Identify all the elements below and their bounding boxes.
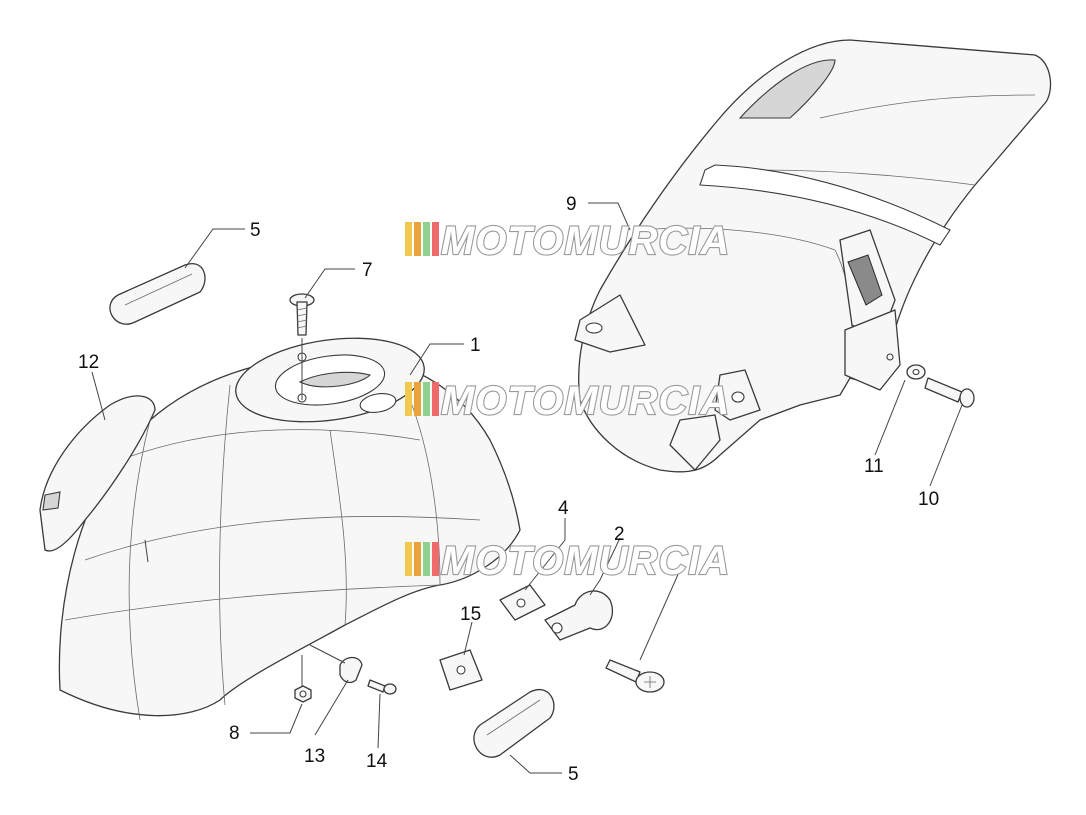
screw-7	[289, 293, 315, 336]
callout-14: 14	[366, 751, 388, 772]
callout-5-top: 5	[250, 220, 261, 241]
nut-8	[294, 685, 312, 703]
screw-10	[924, 377, 975, 408]
screw-14	[367, 679, 397, 695]
watermark-text: MOTOMURCIA	[441, 219, 730, 263]
rubber-pad-top	[109, 263, 206, 325]
watermark-stripe	[432, 382, 439, 416]
callout-labels: 5 7 12 1 9 11 10 4 2 15 8 13 14 5	[78, 194, 939, 785]
callout-10: 10	[918, 489, 939, 510]
front-mudguard	[58, 337, 521, 721]
leader-lines	[91, 202, 963, 774]
clamp-2	[544, 590, 614, 641]
screw-clamp	[605, 659, 665, 693]
watermark-stripe	[405, 382, 412, 416]
watermark-stripe	[423, 222, 430, 256]
watermark-bottom: MOTOMURCIA	[405, 538, 730, 584]
watermark-text: MOTOMURCIA	[441, 539, 730, 583]
rear-mudguard	[574, 39, 1052, 473]
callout-4: 4	[558, 498, 569, 519]
watermark-stripe	[414, 222, 421, 256]
callout-5-bottom: 5	[568, 764, 579, 785]
watermark-stripe	[405, 222, 412, 256]
grommet-13	[339, 656, 363, 684]
watermark-top: MOTOMURCIA	[405, 218, 730, 264]
watermark-stripe	[414, 542, 421, 576]
watermark-stripe	[423, 382, 430, 416]
clip-15	[439, 649, 483, 691]
watermark-middle: MOTOMURCIA	[405, 378, 730, 424]
watermark-stripe	[432, 222, 439, 256]
callout-7: 7	[362, 260, 373, 281]
watermark-stripe	[414, 382, 421, 416]
watermark-stripe	[432, 542, 439, 576]
clip-4	[499, 584, 546, 621]
reflector-cover	[39, 395, 156, 552]
callout-11: 11	[864, 456, 884, 477]
callout-2: 2	[614, 524, 625, 545]
callout-12: 12	[78, 352, 99, 373]
watermark-stripe	[405, 542, 412, 576]
watermark-text: MOTOMURCIA	[441, 379, 730, 423]
washer-11	[906, 364, 926, 380]
callout-13: 13	[304, 746, 325, 767]
watermark-stripe	[423, 542, 430, 576]
callout-9: 9	[566, 194, 577, 215]
callout-1: 1	[470, 335, 481, 356]
callout-15: 15	[460, 604, 481, 625]
callout-8: 8	[229, 723, 240, 744]
rubber-pad-bottom	[473, 689, 555, 758]
